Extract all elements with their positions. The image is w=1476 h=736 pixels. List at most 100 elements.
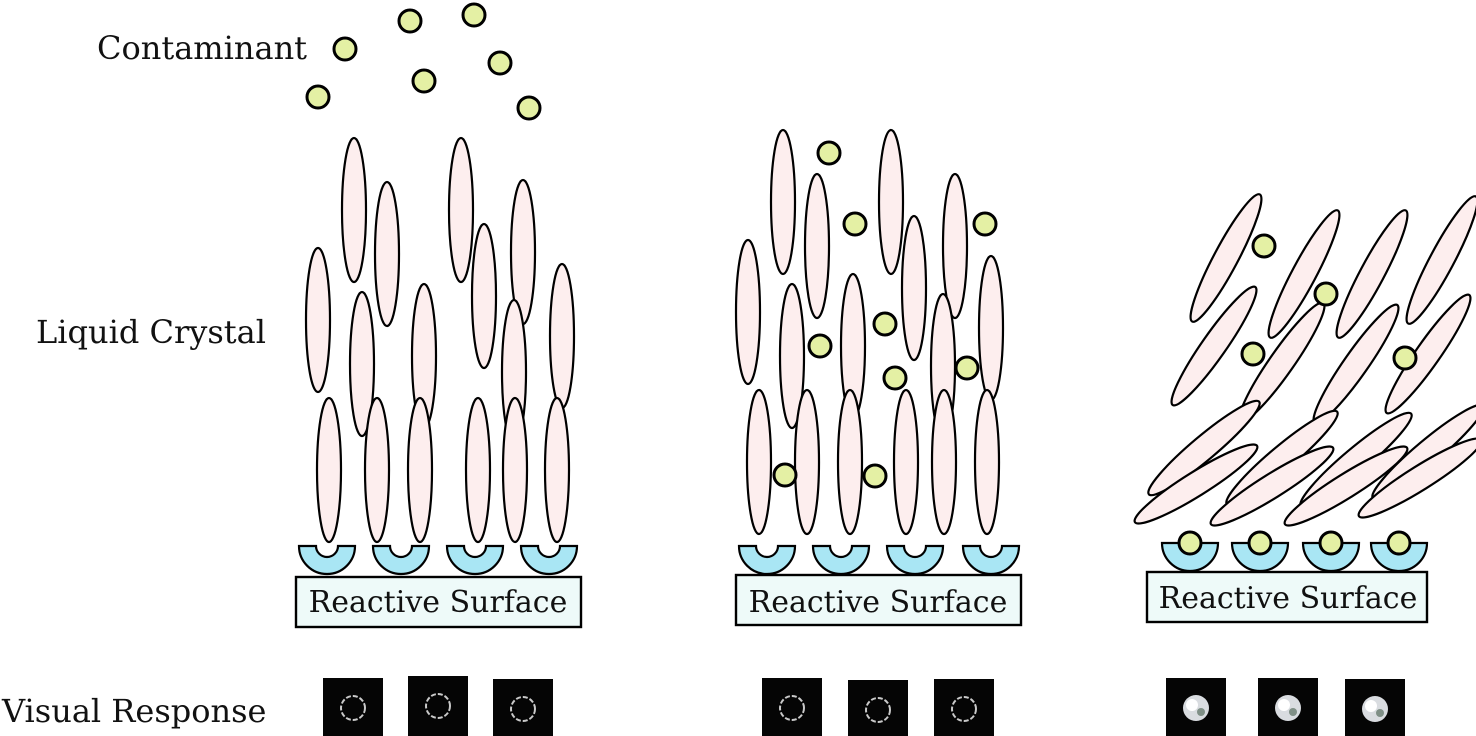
contaminant-in-lc-group — [772, 140, 998, 489]
liquid-crystal-molecule — [941, 172, 969, 320]
liquid-crystal-molecule — [543, 396, 571, 544]
liquid-crystal-molecule — [1209, 445, 1335, 527]
liquid-crystal-molecule — [793, 388, 821, 536]
contaminant-label: Contaminant — [97, 29, 307, 67]
liquid-crystal-molecule — [304, 246, 332, 394]
contaminant-particle — [1247, 530, 1273, 556]
liquid-crystal-molecule — [340, 136, 368, 284]
receptor-site — [371, 544, 431, 576]
response-shadow — [1376, 709, 1384, 717]
response-ring — [340, 695, 366, 721]
liquid-crystal-molecule — [734, 238, 762, 386]
liquid-crystal-layer — [304, 136, 576, 544]
reactive-surface-plate — [734, 573, 1023, 627]
liquid-crystal-molecule — [363, 396, 391, 544]
contaminant-particle — [1386, 530, 1412, 556]
liquid-crystal-molecule — [1357, 437, 1476, 519]
response-image — [493, 679, 553, 736]
receptor-site — [885, 544, 945, 576]
response-highlight — [1365, 700, 1377, 712]
liquid-crystal-layer — [1133, 193, 1476, 527]
contaminant-particle — [516, 95, 542, 121]
response-image — [323, 678, 383, 736]
liquid-crystal-molecule — [464, 396, 492, 544]
liquid-crystal-molecule — [778, 282, 806, 430]
liquid-crystal-molecule — [930, 388, 958, 536]
reactive-surface-label: Reactive Surface — [1159, 581, 1418, 616]
contaminant-in-lc-group — [1240, 233, 1418, 371]
liquid-crystal-molecule — [973, 388, 1001, 536]
reactive-surface-plate — [294, 575, 583, 629]
liquid-crystal-molecule — [470, 222, 498, 370]
visual-response-images — [323, 676, 553, 736]
contaminant-particle — [487, 50, 513, 76]
liquid-crystal-molecule — [1133, 443, 1259, 525]
liquid-crystal-molecule — [1147, 399, 1261, 497]
panel-exposed: Reactive Surface — [734, 128, 1023, 736]
contaminant-particle — [332, 36, 358, 62]
contaminant-particle — [872, 311, 898, 337]
visual-response-label: Visual Response — [1, 692, 266, 730]
receptor-site — [961, 544, 1021, 576]
reactive-surface-label: Reactive Surface — [749, 585, 1008, 620]
response-ring — [425, 693, 451, 719]
receptor-site — [737, 544, 797, 576]
response-ring — [779, 695, 805, 721]
contaminant-particle — [1251, 233, 1277, 259]
contaminant-particle — [397, 8, 423, 34]
contaminant-particle — [842, 211, 868, 237]
response-shadow — [1289, 708, 1297, 716]
contaminant-particle — [972, 211, 998, 237]
liquid-crystal-molecule — [1267, 209, 1341, 339]
contaminant-particle — [411, 68, 437, 94]
liquid-crystal-molecule — [373, 180, 401, 328]
contaminant-particle — [305, 84, 331, 110]
contaminant-particle — [772, 462, 798, 488]
liquid-crystal-molecule — [1283, 445, 1409, 527]
liquid-crystal-molecule — [548, 262, 576, 410]
receptor-group — [1160, 530, 1429, 573]
visual-response-images — [762, 678, 994, 736]
receptor-site — [519, 544, 579, 576]
liquid-crystal-molecule — [977, 254, 1005, 402]
contaminant-particle — [816, 140, 842, 166]
receptor-site — [297, 544, 357, 576]
liquid-crystal-molecule — [501, 396, 529, 544]
contaminant-particle — [1392, 345, 1418, 371]
panel-initial: Reactive Surface — [294, 136, 583, 736]
contaminant-particle — [461, 2, 487, 28]
receptor-group — [297, 544, 579, 576]
contaminant-particle — [1240, 341, 1266, 367]
liquid-crystal-molecule — [769, 128, 797, 276]
response-image — [408, 676, 468, 736]
response-highlight — [1186, 699, 1198, 711]
liquid-crystal-molecule — [803, 172, 831, 320]
liquid-crystal-label: Liquid Crystal — [36, 313, 266, 351]
liquid-crystal-molecule — [1384, 293, 1472, 415]
receptor-site — [445, 544, 505, 576]
liquid-crystal-molecule — [892, 388, 920, 536]
liquid-crystal-molecule — [406, 396, 434, 544]
visual-response-images — [1166, 678, 1405, 736]
contaminant-particle — [1313, 281, 1339, 307]
response-highlight — [1278, 699, 1290, 711]
response-image — [934, 679, 994, 736]
liquid-crystal-layer — [734, 128, 1005, 536]
contaminant-particle — [807, 333, 833, 359]
liquid-crystal-molecule — [1170, 285, 1258, 407]
liquid-crystal-molecule — [348, 290, 376, 438]
response-ring — [951, 696, 977, 722]
response-image — [848, 680, 908, 736]
liquid-crystal-molecule — [745, 388, 773, 536]
liquid-crystal-molecule — [836, 388, 864, 536]
contaminant-particle — [882, 365, 908, 391]
panel-reacted: Reactive Surface — [1133, 193, 1476, 736]
contaminant-particle — [1318, 530, 1344, 556]
receptor-group — [737, 544, 1021, 576]
free-contaminant-group — [305, 2, 542, 121]
liquid-crystal-molecule — [1335, 209, 1409, 339]
liquid-crystal-molecule — [900, 214, 928, 362]
reactive-surface-label: Reactive Surface — [309, 585, 568, 620]
liquid-crystal-molecule — [1189, 193, 1263, 323]
contaminant-particle — [954, 355, 980, 381]
